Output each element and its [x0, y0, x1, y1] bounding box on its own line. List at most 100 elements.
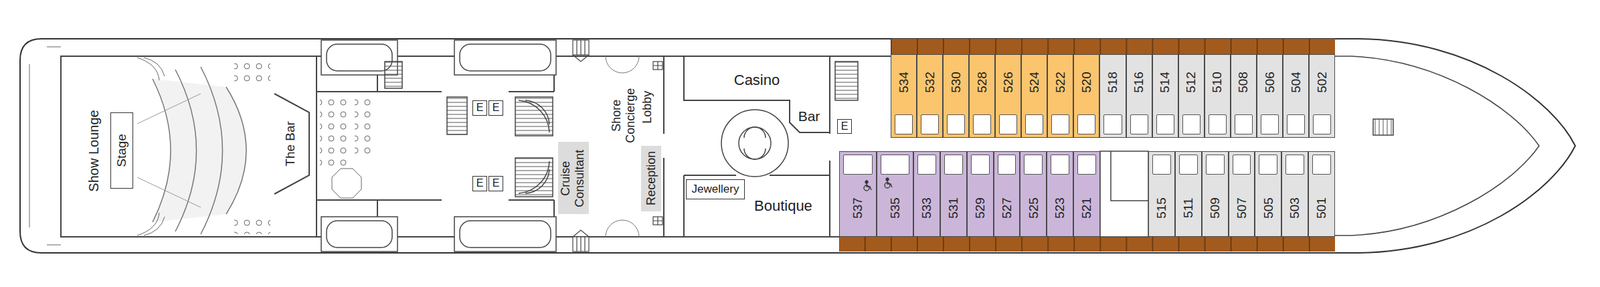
cabin-number: 522: [1053, 71, 1069, 94]
cabin-number: 503: [1287, 197, 1303, 219]
seating: [152, 78, 171, 223]
elevator-box: E: [472, 100, 488, 116]
tender-davit: [653, 61, 663, 70]
cabin-box: 511: [1175, 151, 1202, 237]
area-label: Lobby: [640, 90, 655, 124]
room-label: E: [841, 120, 849, 133]
cabin-number: 526: [1001, 71, 1016, 94]
wall: [683, 56, 830, 237]
cabin-number: 516: [1131, 71, 1147, 94]
area-label: Reception: [644, 150, 659, 205]
cabin-box: 502: [1308, 54, 1336, 138]
wheelchair-icon: [865, 180, 868, 184]
tender-davit: [572, 40, 663, 252]
hull-outline: [20, 38, 1576, 253]
staircase: [518, 161, 550, 194]
cabin-box: 532: [916, 54, 943, 138]
service-area: [1100, 151, 1149, 237]
elevator-box: E: [837, 119, 852, 134]
cabin-box: 508: [1230, 54, 1257, 138]
room-label: Jewellery: [691, 182, 740, 197]
area-label: Shore Concierge: [609, 81, 638, 149]
lifeboat: [454, 216, 557, 252]
wheelchair-icon: [884, 182, 891, 189]
cabin-box: 521: [1073, 151, 1101, 237]
room-label: Bar: [798, 108, 821, 125]
cabin-number: 521: [1079, 197, 1095, 219]
cabin-box: 503: [1281, 151, 1309, 237]
desk-area: [558, 141, 662, 215]
lifeboat: [459, 44, 551, 71]
room-area: Boutique Jewellery: [683, 175, 830, 237]
hull-outline: [29, 46, 61, 245]
room-label: E: [492, 177, 500, 190]
door-arc: [605, 56, 640, 237]
seating: [354, 97, 375, 158]
wall: [60, 56, 891, 237]
room-label: Casino: [734, 71, 780, 89]
cabin-box: 537: [839, 151, 877, 237]
cabin-box: 522: [1047, 54, 1074, 138]
cabin-number: 524: [1027, 71, 1042, 94]
desk-area: [641, 145, 662, 212]
tender-davit: [653, 61, 663, 70]
cabin-number: 502: [1314, 71, 1330, 94]
cabin-box: 506: [1256, 54, 1283, 138]
cabin-box: 524: [1021, 54, 1048, 138]
elevator-box: E: [472, 175, 488, 192]
cabin-number: 520: [1079, 71, 1095, 94]
cabin-box: 533: [913, 151, 941, 237]
cabin-box: 535: [876, 151, 914, 237]
wall: [60, 56, 317, 237]
cabin-box: 505: [1254, 151, 1282, 237]
area-label-box: Reception: [624, 171, 679, 186]
cabin-number: 528: [974, 71, 990, 94]
elevator-box: E: [488, 175, 504, 192]
service-area: [1110, 151, 1149, 201]
seating: [331, 168, 362, 199]
cabin-number: 533: [919, 197, 935, 219]
wheelchair-icon: [863, 180, 872, 191]
cabin-number: 532: [922, 71, 938, 94]
seating: [152, 78, 247, 223]
cabin-number: 529: [972, 197, 988, 219]
area-label: The Bar: [283, 121, 298, 167]
seating: [234, 58, 271, 83]
room-label: E: [492, 101, 500, 114]
cabin-box: 509: [1201, 151, 1229, 237]
hull-outline: [1335, 56, 1540, 236]
cabin-box: 501: [1308, 151, 1336, 237]
cabin-box: 504: [1282, 54, 1309, 138]
staircase: [835, 61, 858, 101]
cabin-box: 529: [966, 151, 994, 237]
staircase: [1373, 119, 1394, 136]
area-label-box: The Bar: [267, 136, 314, 152]
wall: [554, 56, 664, 237]
staircase: [518, 100, 550, 133]
wall: [683, 175, 830, 237]
room-label: Boutique: [754, 197, 813, 215]
cabin-box: 531: [940, 151, 967, 237]
tender-davit: [572, 40, 589, 62]
wheelchair-icon: [885, 178, 889, 181]
area-label-box: Show Lounge: [52, 143, 135, 159]
lifeboat: [459, 220, 551, 248]
cabin-number: 507: [1234, 197, 1250, 219]
cabin-box: 510: [1204, 54, 1231, 138]
cabin-number: 511: [1181, 198, 1196, 219]
room-label: E: [476, 101, 484, 114]
seating: [137, 212, 165, 236]
seating: [200, 66, 223, 235]
door-arc: [605, 220, 640, 237]
wall: [316, 56, 891, 237]
wheelchair-icon: [884, 178, 893, 189]
lifeboat: [321, 216, 398, 252]
wheelchair-icon: [887, 180, 893, 188]
seating: [137, 57, 375, 236]
balcony-strip: [839, 236, 1336, 252]
cabin-box: 516: [1126, 54, 1153, 138]
stage-box: Stage: [110, 112, 134, 189]
